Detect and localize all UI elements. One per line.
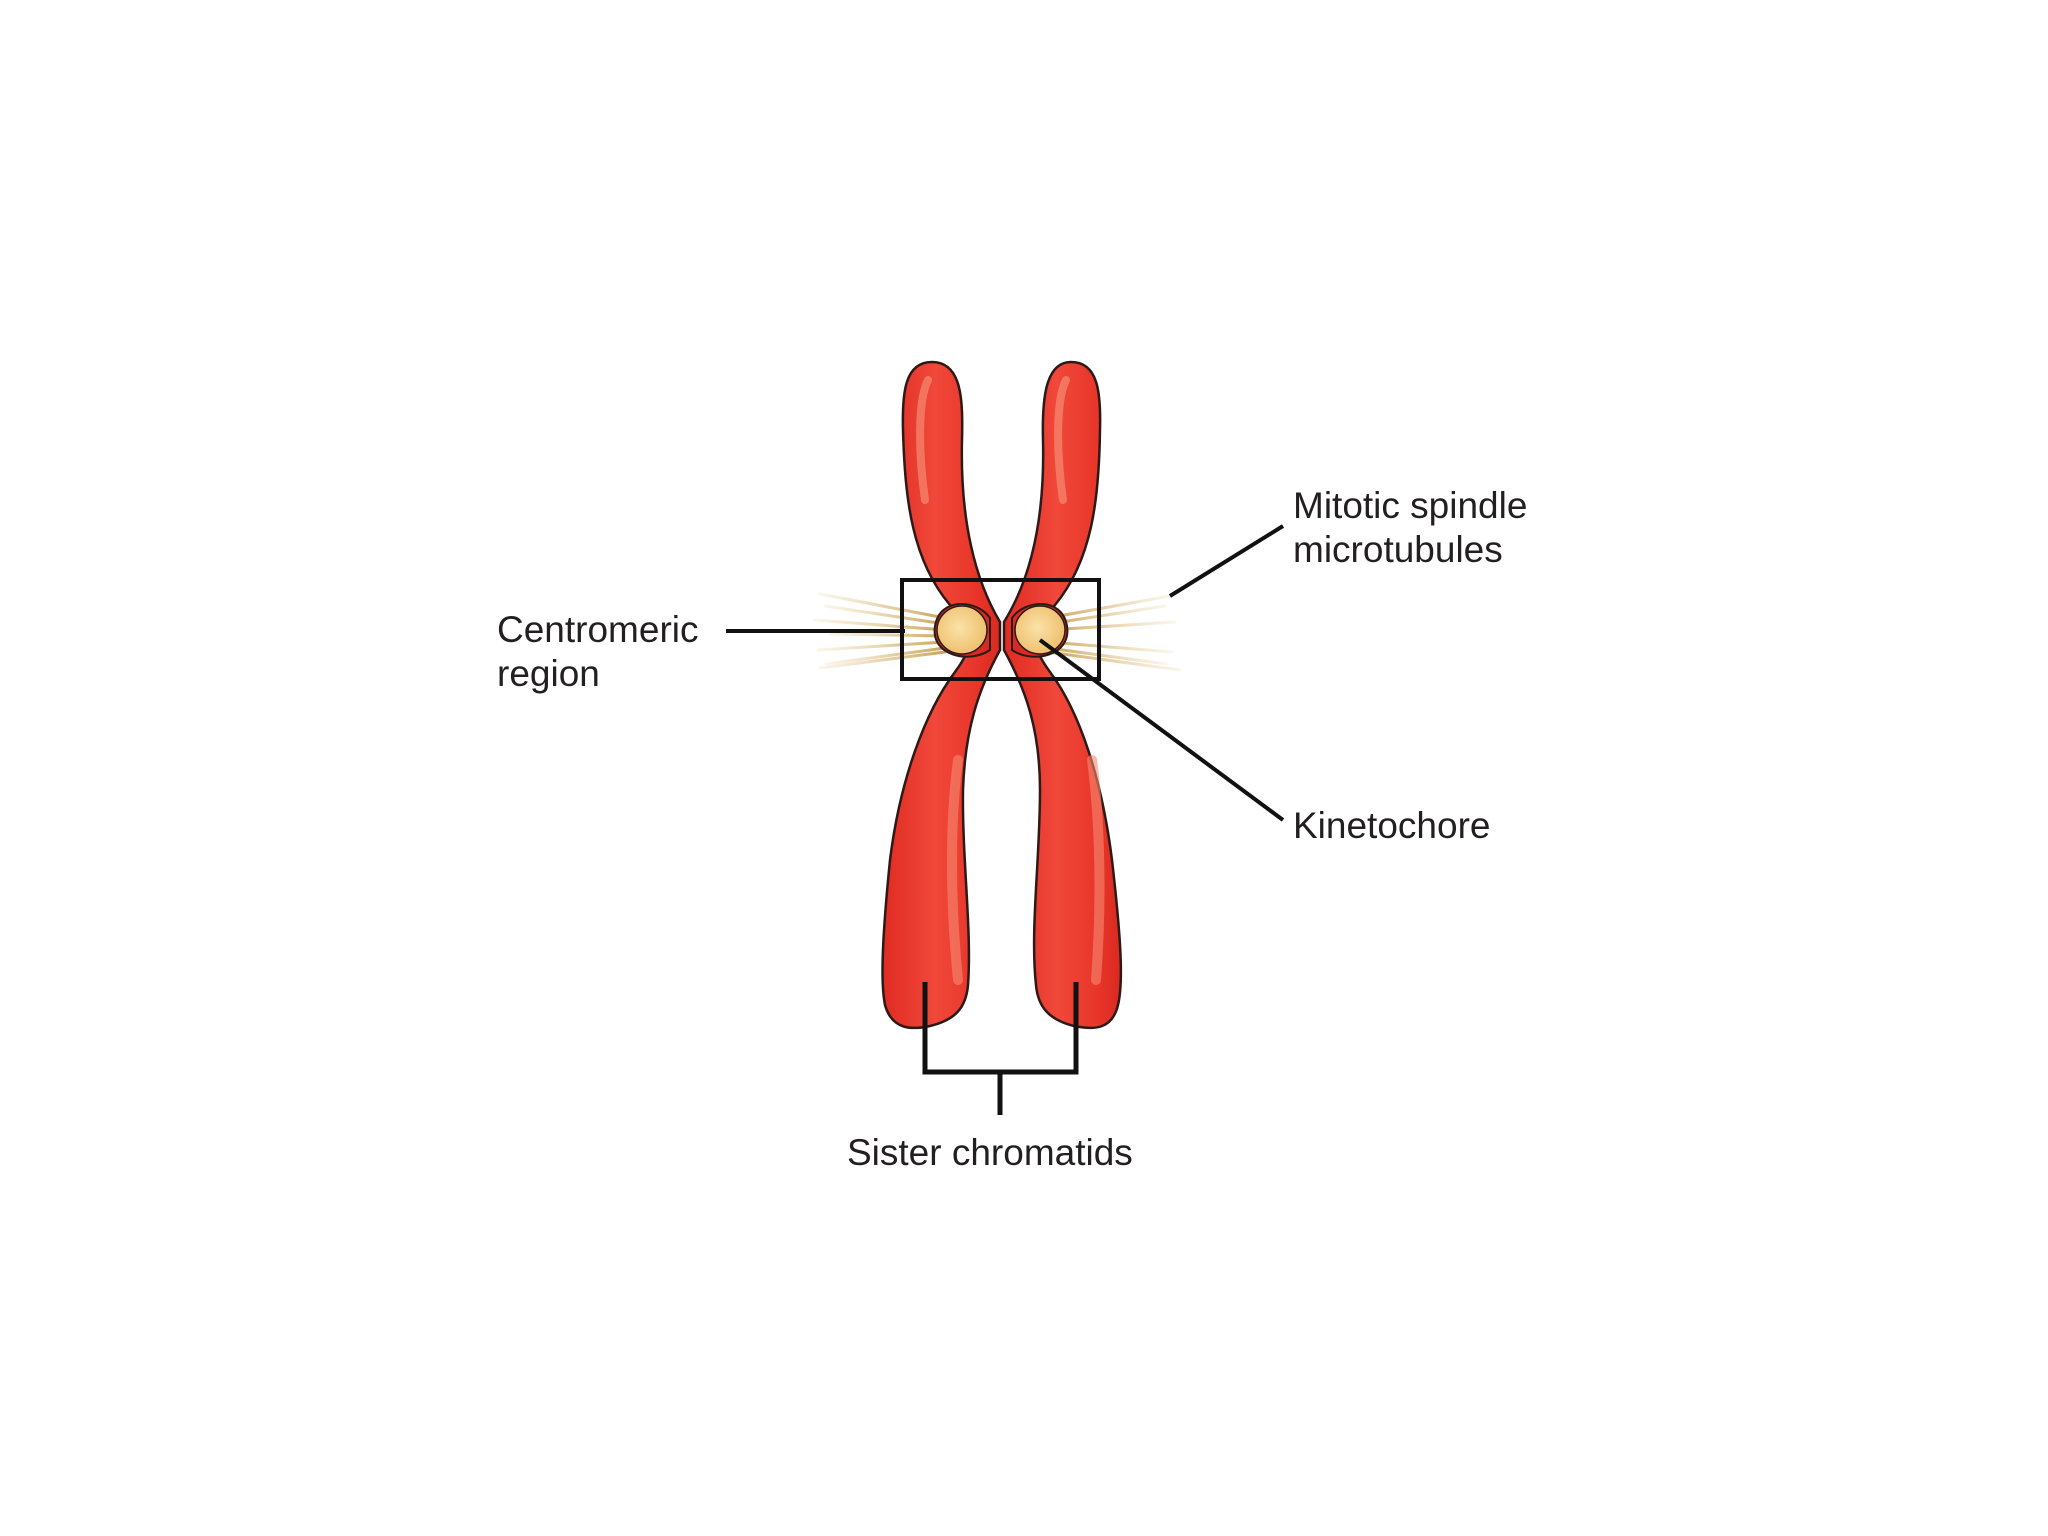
- mitotic-spindle-label-line2: microtubules: [1293, 529, 1503, 570]
- left-microtubules: [813, 592, 947, 670]
- centromeric-region-label-line2: region: [497, 653, 600, 694]
- right-chromatid: [1002, 360, 1123, 1030]
- mitotic-spindle-label-line1: Mitotic spindle: [1293, 485, 1528, 526]
- kinetochore-label: Kinetochore: [1293, 805, 1491, 846]
- right-microtubules: [1046, 594, 1182, 672]
- sister-chromatids-label: Sister chromatids: [847, 1132, 1133, 1173]
- left-chromatid: [881, 360, 1002, 1030]
- mitotic-spindle-microtubules-label: Mitotic spindle microtubules: [1293, 484, 1527, 572]
- spindle-callout: [1168, 524, 1285, 598]
- sister-chromatids-bracket: [922, 982, 1079, 1115]
- left-kinetochore: [936, 605, 988, 655]
- right-kinetochore: [1014, 605, 1066, 655]
- centromeric-region-label-line1: Centromeric: [497, 609, 699, 650]
- centromeric-region-label: Centromeric region: [497, 608, 699, 696]
- kinetochore-callout: [1038, 638, 1285, 822]
